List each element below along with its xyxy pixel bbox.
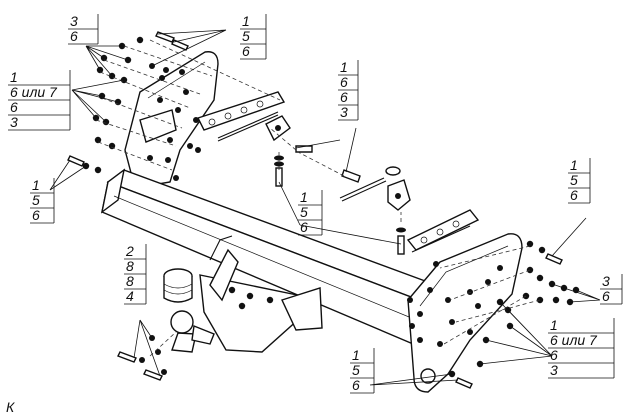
tow-ball-bracket [199,235,323,353]
callout-number: 6 [602,288,610,304]
callout-number: 8 [126,273,134,289]
callout-number: 3 [602,273,610,289]
ball-fasteners [117,335,167,381]
callout-number: 1 [550,317,558,333]
footer-caption: К [6,399,15,415]
callout-top-mid: 156 [240,13,267,60]
callout-number: 5 [242,28,250,44]
leader-lines [49,29,601,386]
callout-number: 1 [352,347,360,363]
callout-number: 3 [550,362,558,378]
callout-number: 6 [340,74,348,90]
left-top-fasteners [67,31,199,174]
callout-top-left: 36 [68,13,99,45]
callout-right-lower: 16 или 763 [548,317,615,379]
callout-number: 3 [70,13,78,29]
callout-number: 3 [10,114,18,130]
callout-bottom: 156 [350,347,375,394]
callout-number: 1 [242,13,250,29]
right-mounting-plate [407,233,523,393]
callout-number: 1 [32,177,40,193]
tow-ball [163,268,215,353]
right-side-bar [406,209,480,253]
center-hardware [265,115,411,255]
callout-right-upper: 156 [568,157,591,204]
callout-number: 2 [125,243,134,259]
callout-number: 5 [570,172,578,188]
callout-left-main: 16 или 763 [8,69,71,131]
callout-number: 6 [570,187,578,203]
callout-number: 1 [10,69,18,85]
callout-left-lower: 156 [30,177,55,224]
left-side-bar [197,91,286,142]
right-fasteners [407,240,580,389]
assembly-lines [95,39,541,357]
callout-number: 5 [352,362,360,378]
callout-number: 1 [570,157,578,173]
callout-number: 6 или 7 [550,332,598,348]
callout-number: 1 [340,59,348,75]
callout-number: 6 [550,347,558,363]
callout-number: 6 [32,207,40,223]
callout-right-mid: 36 [600,273,623,305]
callout-number: 6 [340,89,348,105]
callout-number: 3 [340,104,348,120]
callout-center-lower: 156 [298,189,323,236]
callout-number: 1 [300,189,308,205]
callout-number: 6 [70,28,78,44]
callout-number: 6 [10,99,18,115]
callout-number: 4 [126,288,134,304]
callout-number: 6 или 7 [10,84,58,100]
callout-number: 6 [300,219,308,235]
callout-number: 5 [32,192,40,208]
callout-number: 8 [126,258,134,274]
callout-number: 5 [300,204,308,220]
left-mounting-plate [124,51,219,189]
callout-number: 6 [242,43,250,59]
callout-number: 6 [352,377,360,393]
